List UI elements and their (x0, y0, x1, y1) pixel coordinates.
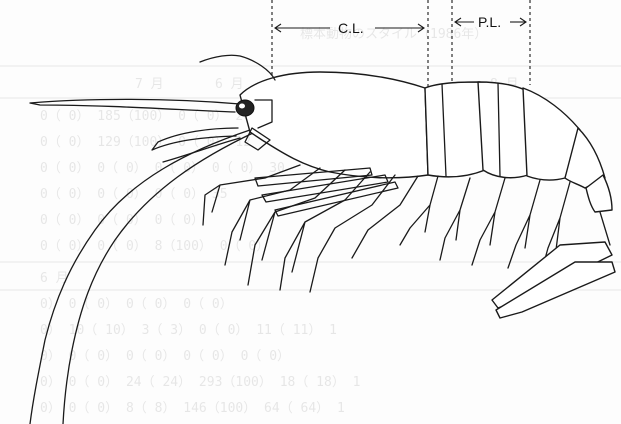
eye-highlight (239, 104, 245, 109)
table-row: 0） 0（ 0） 0（ 0） 0（ 0） (40, 297, 233, 312)
pleon-length-label: P.L. (478, 14, 501, 30)
table-row: 0） 0（ 0） 0（ 0） 0（ 0） 0（ 0） (40, 349, 290, 364)
table-row: 0） 0（ 0） 8（ 8） 146（100） 64（ 64） 1 (40, 401, 345, 416)
segment-1 (425, 82, 485, 177)
tail-fan (492, 212, 615, 318)
table-row: 0（ 0） 0（ 0） 0（ 0） 0（ 0） 30 (40, 161, 285, 176)
carapace-length-label: C.L. (338, 20, 364, 36)
eye-icon (236, 100, 254, 116)
table-row: 0（ 0） 0（ 0） 8（100） 0（ 0） (40, 239, 269, 254)
segment-2 (478, 82, 528, 178)
table-row: 0） 10（ 10） 3（ 3） 0（ 0） 11（ 11） 1 (40, 323, 337, 338)
table-row: 0） 0（ 0） 24（ 24） 293（100） 18（ 18） 1 (40, 375, 361, 390)
abdomen (425, 82, 612, 212)
walking-legs (203, 165, 418, 292)
pleopods (400, 176, 570, 270)
table-header: 6 月 (215, 77, 244, 92)
table-row: 0（ 0） 0（ 0） 0（ 0） (40, 213, 204, 228)
table-title: 標本動物のスタイル（1986年） (300, 27, 487, 42)
table-header: 7 月 (135, 77, 164, 92)
